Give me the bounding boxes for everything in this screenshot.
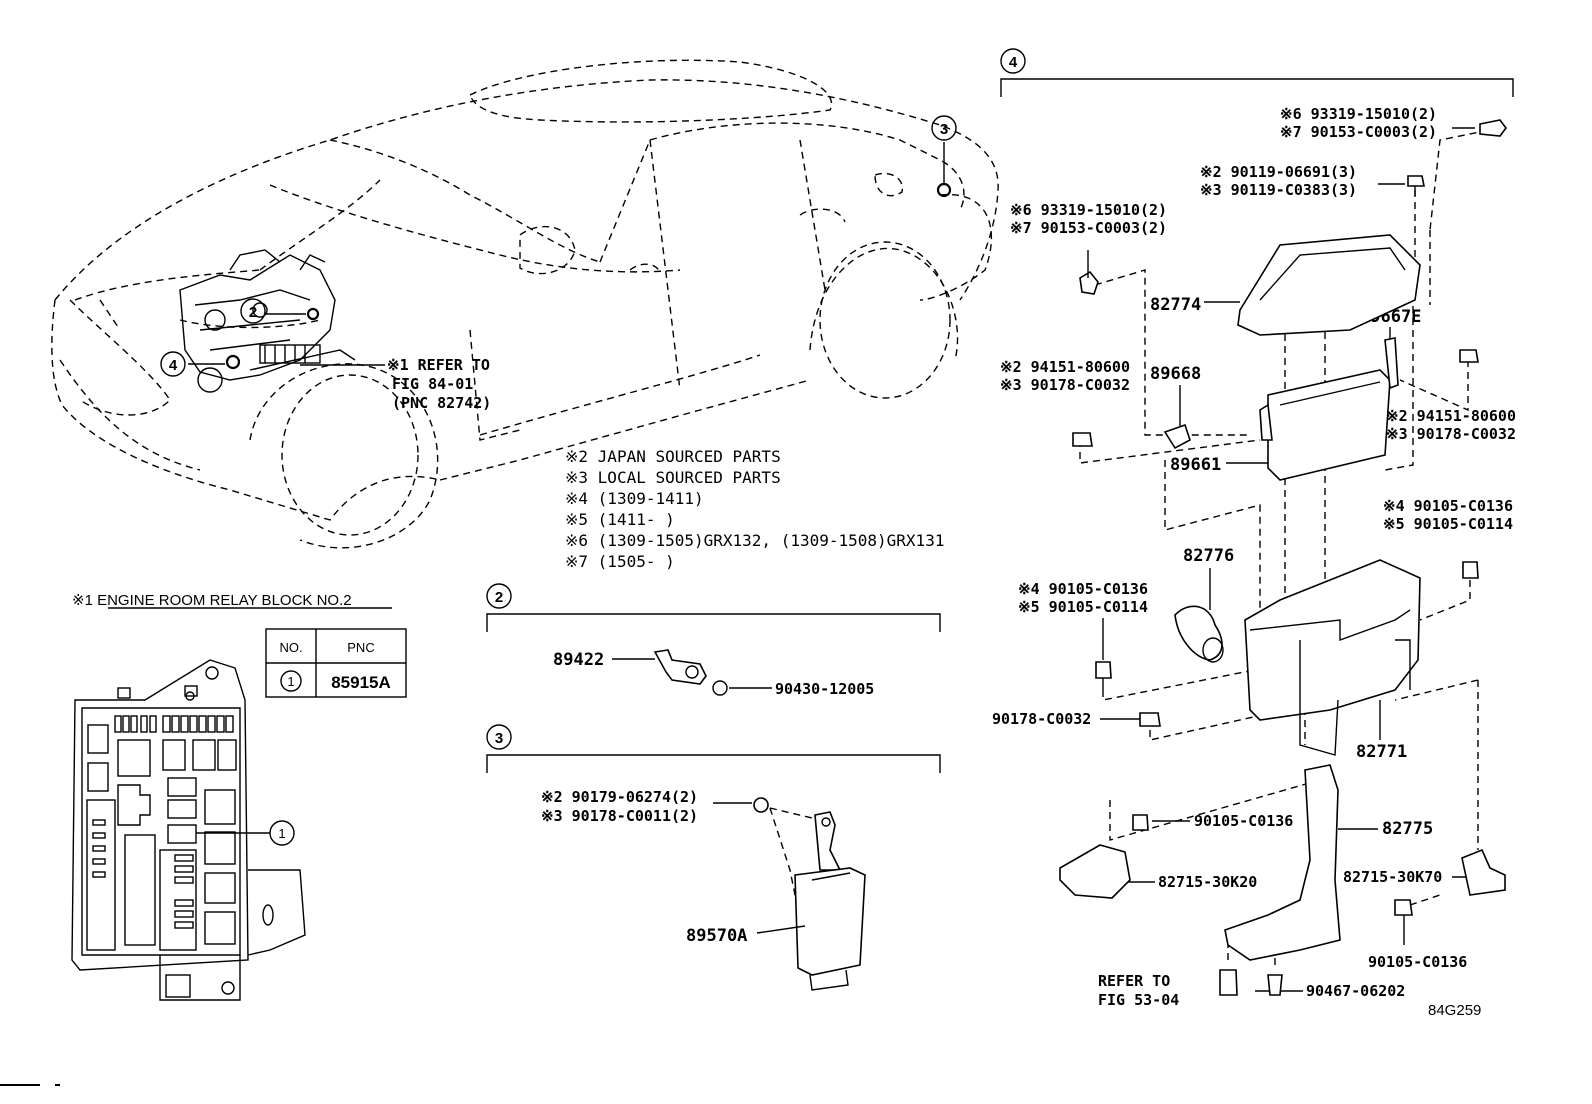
group-3-section: 3 ※2 90179-06274(2) ※3 90178-C0011(2) 89… xyxy=(486,724,941,991)
label-90105-C0136-mid: 90105-C0136 xyxy=(1194,812,1293,830)
label-94151-80600-right: ※2 94151-80600 xyxy=(1386,407,1516,425)
table-cell-pnc: 85915A xyxy=(331,673,391,692)
nut-90179 xyxy=(753,797,769,813)
label-refer-to: REFER TO xyxy=(1098,972,1170,990)
label-90105-C0136-right: ※4 90105-C0136 xyxy=(1383,497,1513,515)
label-90467-06202: 90467-06202 xyxy=(1306,982,1405,1000)
relay-block-section: ※1 ENGINE ROOM RELAY BLOCK NO.2 NO. PNC … xyxy=(71,592,407,1001)
label-90105-C0114-right: ※5 90105-C0114 xyxy=(1383,515,1513,533)
table-cell-no: 1 xyxy=(287,674,294,689)
module-89570A xyxy=(794,867,866,976)
gasket-90430 xyxy=(712,680,728,696)
label-82776: 82776 xyxy=(1183,546,1234,566)
circle-marker-4-label: 4 xyxy=(169,357,178,374)
group-2-section: 2 89422 90430-12005 xyxy=(486,583,941,698)
label-89422: 89422 xyxy=(553,650,604,670)
label-90430-12005: 90430-12005 xyxy=(775,680,874,698)
label-90105-C0136-lower-right: 90105-C0136 xyxy=(1368,953,1467,971)
group-3-marker: 3 xyxy=(495,730,503,747)
refer-to-line2: FIG 84-01 xyxy=(392,375,473,393)
label-left-93319: ※6 93319-15010(2) xyxy=(1010,201,1167,219)
label-90119-06691: ※2 90119-06691(3) xyxy=(1200,163,1357,181)
label-top-90153: ※7 90153-C0003(2) xyxy=(1280,123,1437,141)
circle-marker-3 xyxy=(931,115,957,141)
relay-callout-label: 1 xyxy=(278,826,285,841)
bracket-82775 xyxy=(1224,764,1341,961)
bracket-82715-30K70 xyxy=(1461,848,1506,896)
label-left-90153: ※7 90153-C0003(2) xyxy=(1010,219,1167,237)
label-90105-C0136-left: ※4 90105-C0136 xyxy=(1018,580,1148,598)
group-4-marker: 4 xyxy=(1009,54,1018,71)
label-90105-C0114-left: ※5 90105-C0114 xyxy=(1018,598,1148,616)
vehicle-markers: 2 3 4 ※1 REFER TO FIG 84-01 (PNC 82742) xyxy=(160,115,957,412)
diagram-id: 84G259 xyxy=(1428,1002,1481,1019)
note-range-7: ※7 (1505- ) xyxy=(565,552,675,571)
sensor-89422 xyxy=(653,649,707,685)
marker-point-2 xyxy=(306,307,320,321)
fasteners xyxy=(1072,119,1507,996)
marker-point-3 xyxy=(936,182,952,198)
group-2-marker: 2 xyxy=(495,589,503,606)
bolt-top xyxy=(1479,119,1507,137)
note-range-4: ※4 (1309-1411) xyxy=(565,489,704,508)
bracket-89570A xyxy=(814,811,842,871)
group-4-section: 4 ※6 93319-15010(2) ※7 90153-C0003(2) ※2… xyxy=(992,48,1516,1019)
bracket-89667E xyxy=(1384,337,1399,390)
bracket-82715-30K20 xyxy=(1059,844,1131,899)
note-range-6: ※6 (1309-1505)GRX132, (1309-1508)GRX131 xyxy=(565,531,944,550)
box-82771 xyxy=(1244,559,1421,721)
cover-82774 xyxy=(1237,234,1421,336)
label-82771: 82771 xyxy=(1356,742,1407,762)
label-fig-53-04: FIG 53-04 xyxy=(1098,991,1179,1009)
label-90179-06274: ※2 90179-06274(2) xyxy=(541,788,698,806)
label-90119-C0383: ※3 90119-C0383(3) xyxy=(1200,181,1357,199)
label-89570A: 89570A xyxy=(686,926,747,946)
circle-marker-2-label: 2 xyxy=(249,304,257,321)
table-header-pnc: PNC xyxy=(347,640,374,655)
note-japan-sourced: ※2 JAPAN SOURCED PARTS xyxy=(565,447,781,466)
relay-callout-circle xyxy=(269,820,295,846)
marker-point-4 xyxy=(225,354,241,370)
label-82715-30K70: 82715-30K70 xyxy=(1343,868,1442,886)
label-82775: 82775 xyxy=(1382,819,1433,839)
label-90178-C0011: ※3 90178-C0011(2) xyxy=(541,807,698,825)
label-90178-C0032-bottom: 90178-C0032 xyxy=(992,710,1091,728)
circle-marker-4 xyxy=(160,351,186,377)
label-94151-80600-left: ※2 94151-80600 xyxy=(1000,358,1130,376)
bracket-89668 xyxy=(1163,423,1191,450)
label-82774: 82774 xyxy=(1150,295,1201,315)
duct-82776 xyxy=(1174,605,1223,661)
note-range-5: ※5 (1411- ) xyxy=(565,510,675,529)
ecu-89661 xyxy=(1267,369,1391,481)
table-header-no: NO. xyxy=(279,640,302,655)
refer-to-line3: (PNC 82742) xyxy=(392,394,491,412)
refer-to-line1: ※1 REFER TO xyxy=(387,356,490,374)
label-90178-C0032-left: ※3 90178-C0032 xyxy=(1000,376,1130,394)
label-top-93319: ※6 93319-15010(2) xyxy=(1280,105,1437,123)
vehicle-outline xyxy=(51,59,999,549)
relay-block-drawing xyxy=(71,659,306,1001)
footnotes: ※2 JAPAN SOURCED PARTS ※3 LOCAL SOURCED … xyxy=(565,447,944,571)
label-82715-30K20: 82715-30K20 xyxy=(1158,873,1257,891)
relay-block-title: ※1 ENGINE ROOM RELAY BLOCK NO.2 xyxy=(72,592,352,609)
circle-marker-2 xyxy=(240,298,266,324)
circle-marker-3-label: 3 xyxy=(940,121,948,138)
label-90178-C0032-right: ※3 90178-C0032 xyxy=(1386,425,1516,443)
note-local-sourced: ※3 LOCAL SOURCED PARTS xyxy=(565,468,781,487)
label-89668: 89668 xyxy=(1150,364,1201,384)
label-89661: 89661 xyxy=(1170,455,1221,475)
